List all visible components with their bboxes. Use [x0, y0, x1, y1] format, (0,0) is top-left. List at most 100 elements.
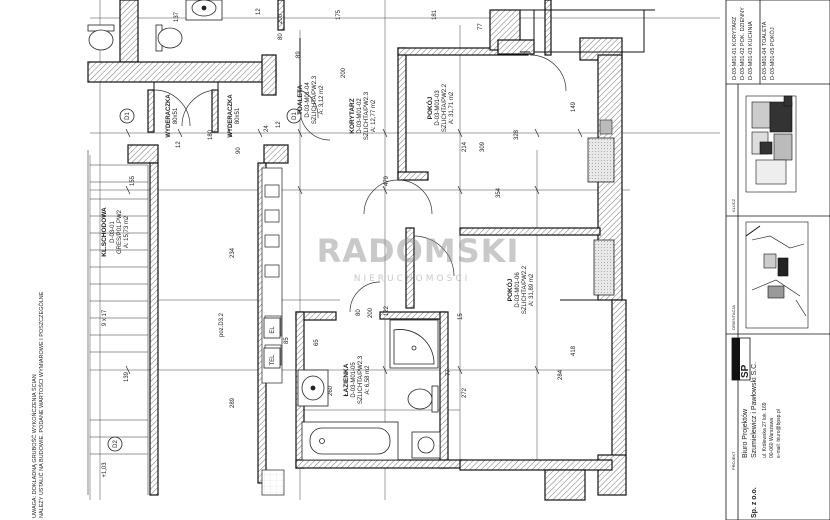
el-box [263, 317, 281, 339]
dim-139: 139 [124, 371, 130, 382]
dim-89: 89 [296, 51, 302, 58]
dim-15: 15 [458, 313, 464, 320]
stair-area: A: 15,73 m2 [124, 215, 130, 248]
door-tag-d2: D2 [113, 440, 119, 448]
label-wyd1: WYDERACZKA 80x51 [166, 94, 179, 138]
bath-code: D-03-M01-05 [351, 362, 357, 398]
stairs-count: 9 x 17 [102, 309, 108, 326]
label-stair: KL.SCHODOWA D-03-01 GRES/P01.PW2 A: 15,7… [101, 207, 130, 257]
poz-label: poz.D3.2 [219, 312, 225, 337]
logo-text: SP [740, 364, 751, 378]
dim-260: 260 [328, 385, 334, 396]
dim-354: 354 [496, 187, 502, 198]
dim-149: 149 [571, 101, 577, 112]
investor-name: Sp. z o.o. [751, 487, 758, 518]
wc-title: TOALETA [297, 85, 304, 115]
dim-80a: 80 [278, 33, 284, 40]
dim-214: 214 [462, 141, 468, 152]
dim-77b: 77 [446, 369, 452, 376]
wyd1-title: WYDERACZKA [166, 94, 172, 138]
dim-65: 65 [314, 339, 320, 346]
legend-item-5: D-03-M01-05 POKÓJ [769, 27, 776, 80]
toilet-top-mid [155, 24, 183, 52]
watermark-sub: NIERUCHOMOŚCI [354, 272, 471, 284]
wc-code: D-03-M01-04 [305, 82, 311, 118]
dim-12b: 12 [276, 121, 282, 128]
label-wyd2: WYDERACZKA 80x51 [228, 94, 241, 138]
room2-title: POKÓJ [505, 278, 514, 301]
dim-80b: 80 [356, 309, 362, 316]
firm-addr-2: 00-060 Warszawa [769, 418, 775, 458]
orientation-map [745, 221, 809, 329]
wyd1-size: 80x51 [173, 107, 179, 124]
label-wc: TOALETA D-03-M01-04 SZLICHTA/PW2.3 A: 3,… [297, 75, 325, 124]
tel-label: TEL [270, 354, 276, 366]
dim-90: 90 [236, 147, 242, 154]
firm-logo [731, 337, 751, 381]
project-label: PROJEKT [731, 451, 736, 470]
watermark: RADOMSKI NIERUCHOMOŚCI [317, 232, 520, 284]
legend-list: D-03-M01-01 KORYTARZ D-03-M01-02 POK. DZ… [732, 7, 776, 80]
room1-code: D-03-M01-03 [435, 90, 441, 126]
room1-finish: SZLICHTA/PW2.2 [442, 83, 448, 132]
dim-309: 309 [480, 141, 486, 152]
door-tags [107, 108, 302, 452]
label-room1: POKÓJ D-03-M01-03 SZLICHTA/PW2.2 A: 31,7… [425, 83, 455, 132]
dim-284: 284 [558, 369, 564, 380]
dim-12c: 12 [176, 141, 182, 148]
wyd2-title: WYDERACZKA [228, 94, 234, 138]
legend-item-2: D-03-M01-02 POK. DZIENNY [740, 7, 746, 80]
side-note-2: NALEŻY USTALIĆ NA BUDOWIE. PODANE WARTOŚ… [37, 291, 45, 518]
legend-item-4: D-03-M01-04 TOALETA [762, 21, 768, 80]
dim-175: 175 [336, 9, 342, 20]
label-bath: ŁAZIENKA D-03-M01-05 SZLICHTA/PW2.3 A: 6… [343, 355, 371, 404]
wc-finish: SZLICHTA/PW2.3 [312, 75, 318, 124]
key-plan [745, 95, 797, 193]
side-note-1: UWAGA: DOKŁADNĄ GRUBOŚĆ WYKOŃCZENIA ŚCIA… [30, 374, 38, 518]
dim-200b: 200 [341, 67, 347, 78]
bath-title: ŁAZIENKA [343, 363, 350, 396]
dim-85: 85 [284, 337, 290, 344]
bathtub [301, 421, 399, 461]
title-block [725, 0, 830, 520]
stair-treads [87, 150, 149, 495]
dim-181: 181 [432, 9, 438, 20]
stair-finish: GRES/P01.PW2 [117, 209, 123, 254]
dim-137: 137 [174, 11, 180, 22]
bathroom-sink [297, 369, 329, 407]
stair-code: D-03-01 [110, 221, 116, 243]
dim-200a: 200 [278, 13, 284, 24]
vent-grilles [587, 119, 615, 296]
dim-77: 77 [478, 23, 484, 30]
dim-328: 328 [514, 129, 520, 140]
stair-title: KL.SCHODOWA [101, 207, 108, 257]
firm-name-2: Szumielewicz i Pawłowski S.C. [751, 362, 758, 458]
dim-479: 479 [384, 175, 390, 186]
hall-title: KORYTARZ [349, 98, 356, 133]
dim-24a: 24 [264, 125, 270, 132]
label-hall: KORYTARZ D-03-M01-02 SZLICHTA/PW2.3 A: 1… [349, 91, 377, 140]
shower-tray [389, 319, 439, 369]
wc-area: A: 3,12 m2 [319, 85, 325, 115]
legend-item-1: D-03-M01-01 KORYTARZ [732, 16, 738, 80]
firm-addr-3: e-mail: biuro@bpsp.pl [776, 409, 782, 458]
key-label: KLUCZ [731, 198, 736, 212]
firm-name-1: Biuro Projektów [742, 408, 749, 458]
hall-area: A: 12,77 m2 [371, 99, 377, 132]
toilet-top-left [87, 24, 115, 51]
orientation-label: ORIENTACJA [731, 305, 736, 330]
washing-machine [411, 431, 441, 459]
dim-12a: 12 [256, 8, 262, 15]
hall-code: D-03-M01-02 [357, 98, 363, 134]
label-room2: POKÓJ D-03-M01-06 SZLICHTA/PW2.2 A: 31,8… [505, 265, 535, 314]
watermark-name: RADOMSKI [317, 232, 520, 270]
el-label: EL [270, 326, 276, 334]
dim-272: 272 [462, 387, 468, 398]
firm-addr-1: ul. Królewska 27 lok. 169 [762, 402, 768, 458]
dim-418: 418 [571, 345, 577, 356]
room2-area: A: 31,89 m2 [529, 273, 535, 306]
room2-code: D-03-M01-06 [515, 272, 521, 308]
room2-finish: SZLICHTA/PW2.2 [522, 265, 528, 314]
dim-234: 234 [230, 247, 236, 258]
